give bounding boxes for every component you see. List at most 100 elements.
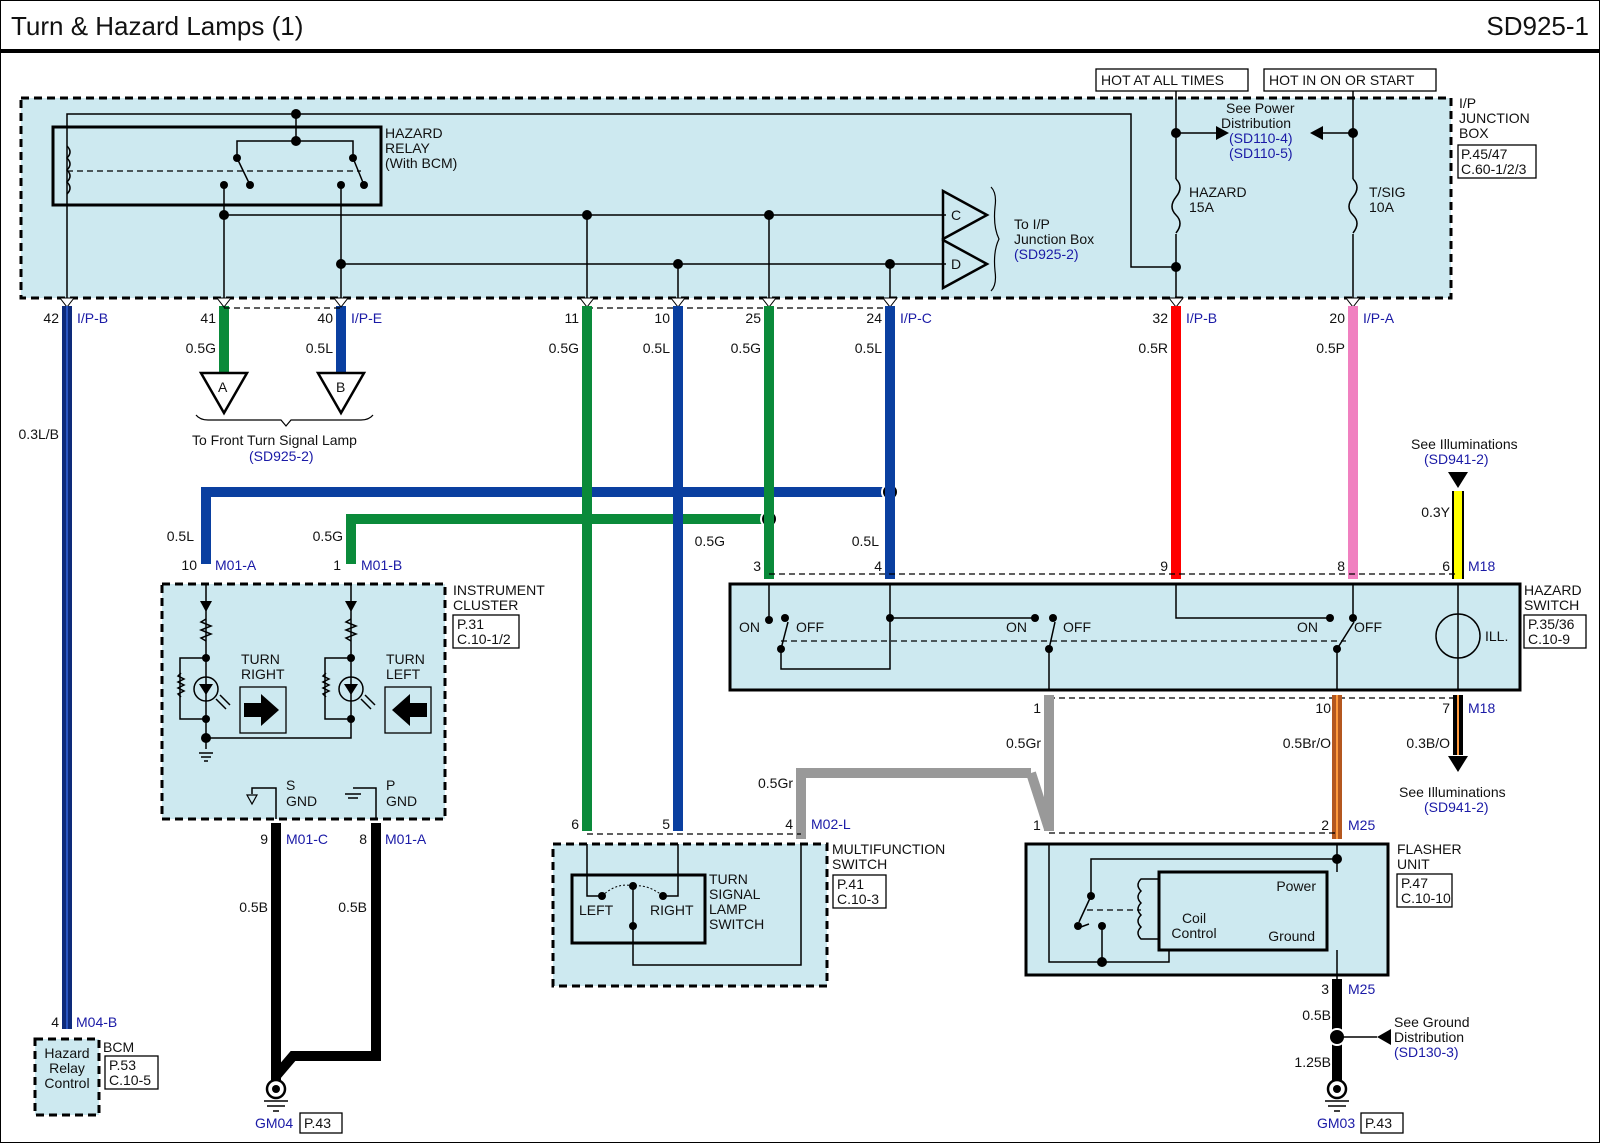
bcm-inner-label: Hazard	[44, 1045, 89, 1061]
pin-terminal-icon	[881, 297, 899, 308]
ref-line: P.45/47	[1461, 146, 1508, 162]
pin-number: 1	[1033, 700, 1041, 716]
p-gnd-wire	[345, 787, 377, 819]
pin-number: 32	[1152, 310, 1168, 326]
connector-id: M25	[1348, 981, 1375, 997]
connector-id: M18	[1468, 700, 1495, 716]
pin-number: 41	[200, 310, 216, 326]
coil-control-label: Coil	[1182, 910, 1206, 926]
connector-d-label: D	[951, 256, 961, 272]
s-gnd-label: S	[286, 777, 295, 793]
connector-id: M01-B	[361, 557, 402, 573]
ref-box	[299, 1112, 343, 1134]
arrow-down-icon	[1448, 472, 1468, 488]
instrument-cluster	[160, 582, 447, 821]
illuminations-ref-link[interactable]: (SD941-2)	[1424, 799, 1489, 815]
pin-terminal-icon	[578, 297, 596, 308]
hazard-relay	[51, 125, 383, 207]
pin-number: 6	[1442, 558, 1450, 574]
cluster-label: INSTRUMENT	[453, 582, 545, 598]
label-line: JUNCTION	[1459, 110, 1530, 126]
wire-label: 0.3L/B	[19, 426, 59, 442]
to-ip-ref-link[interactable]: (SD925-2)	[1014, 246, 1079, 262]
turn-right-label: RIGHT	[241, 666, 285, 682]
front-turn-ref-link[interactable]: (SD925-2)	[249, 448, 314, 464]
pin-number: 4	[785, 816, 793, 832]
pin-terminal-icon	[1167, 297, 1185, 308]
ref-line: P.35/36	[1528, 616, 1575, 632]
power-dist-ref-link[interactable]: (SD110-4)	[1229, 130, 1293, 146]
tsl-switch-label: TURN	[709, 871, 748, 887]
pin-terminal-icon	[215, 297, 233, 308]
pin-number: 42	[43, 310, 59, 326]
pin-number: 1	[333, 557, 341, 573]
relay-feed-wire	[66, 113, 1176, 301]
pin-number: 10	[654, 310, 670, 326]
flasher-label: UNIT	[1397, 856, 1430, 872]
off-label: OFF	[1354, 619, 1382, 635]
pin-number: 25	[745, 310, 761, 326]
ground-gm03-icon	[1325, 1078, 1349, 1112]
power-dist-ref-link[interactable]: (SD110-5)	[1229, 145, 1293, 161]
pin-number: 11	[564, 310, 579, 326]
wire-label: 0.5G	[695, 533, 725, 549]
connector-id: I/P-C	[900, 310, 932, 326]
lamp-icon	[193, 676, 219, 702]
wire-label: 0.5R	[1138, 340, 1168, 356]
pin-number: 24	[866, 310, 882, 326]
front-turn-label: To Front Turn Signal Lamp	[192, 432, 357, 448]
wire-label: 0.5G	[731, 340, 761, 356]
page-title: Turn & Hazard Lamps (1)	[11, 11, 304, 41]
pin-terminal-icon	[332, 297, 350, 308]
power-dist-label: Distribution	[1221, 115, 1291, 131]
ground-id: GM04	[255, 1115, 293, 1131]
ref-box	[104, 1055, 159, 1090]
fuse-tsig-rating: 10A	[1369, 199, 1395, 215]
arrow-right-icon	[239, 686, 287, 734]
flasher-unit	[1024, 842, 1390, 977]
flasher-controller	[1157, 870, 1329, 952]
multifunction-switch	[551, 842, 829, 988]
power-label: Power	[1276, 878, 1316, 894]
bcm-module	[33, 1037, 101, 1117]
coil-control-label: Control	[1171, 925, 1216, 941]
ref-line: P.31	[457, 616, 484, 632]
connector-id: M18	[1468, 558, 1495, 574]
pin-number: 20	[1329, 310, 1345, 326]
bcm-inner-label: Control	[44, 1075, 89, 1091]
connector-a-label: A	[218, 379, 228, 395]
ref-box	[1457, 144, 1537, 179]
ref-line: C.10-9	[1528, 631, 1570, 647]
page-code: SD925-1	[1486, 11, 1589, 41]
connector-c-label: C	[951, 207, 961, 223]
relay-switch-right	[352, 157, 365, 186]
ip-junction-box-label: I/P JUNCTION BOX P.45/47 C.60-1/2/3	[1457, 95, 1537, 179]
ground-ref: P.43	[1365, 1115, 1392, 1131]
wire-label: 0.5P	[1316, 340, 1345, 356]
power-dist-label: See Power	[1226, 100, 1295, 116]
pin-number: 9	[260, 831, 268, 847]
wire-0.5Gr	[796, 695, 1054, 839]
s-gnd-label: GND	[286, 793, 317, 809]
illumination-bulb-icon	[1435, 613, 1481, 659]
off-label: OFF	[796, 619, 824, 635]
illuminations-ref-link[interactable]: (SD941-2)	[1424, 451, 1489, 467]
ref-box	[1523, 614, 1587, 649]
ref-line: P.53	[109, 1057, 136, 1073]
hazard-switch	[728, 582, 1522, 692]
tsl-switch-label: SIGNAL	[709, 886, 761, 902]
connector-id: M01-A	[215, 557, 257, 573]
wire-label: 0.5B	[338, 899, 367, 915]
hazard-switch-internals	[765, 584, 1481, 690]
wire-label: 0.5G	[549, 340, 579, 356]
pin-number: 4	[874, 558, 882, 574]
connector-b-label: B	[336, 379, 345, 395]
connector-id: M01-C	[286, 831, 328, 847]
ref-box	[1396, 873, 1453, 908]
connector-id: I/P-E	[351, 310, 382, 326]
ground-ref: P.43	[304, 1115, 331, 1131]
ground-dist-ref-link[interactable]: (SD130-3)	[1394, 1044, 1459, 1060]
to-ip-label: Junction Box	[1014, 231, 1094, 247]
connector-c	[941, 188, 990, 242]
pin-number: 1	[1033, 817, 1041, 833]
